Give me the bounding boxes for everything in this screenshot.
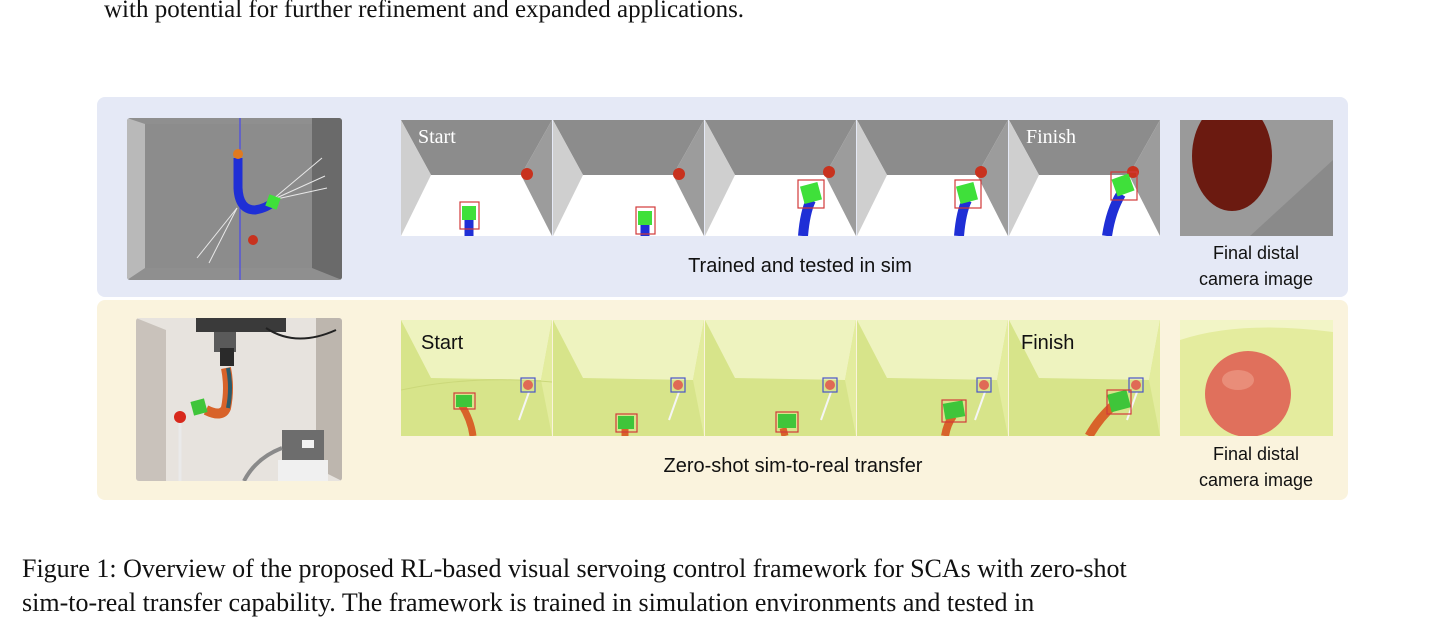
sim-frame-5 (1009, 120, 1160, 236)
real-frame-1 (401, 320, 552, 436)
sim-final-label-line1: Final distal (1212, 243, 1300, 263)
real-frame-4 (857, 320, 1008, 436)
real-start-tag: Start (421, 332, 464, 354)
real-row-label: Zero-shot sim-to-real transfer (663, 455, 923, 477)
real-final-label: Final distal camera image (1176, 441, 1336, 493)
sim-final-camera-image (1180, 120, 1333, 236)
sim-final-label-line2: camera image (1198, 269, 1314, 289)
real-final-label-line1: Final distal (1212, 444, 1300, 464)
sim-frame-1 (401, 120, 552, 236)
real-final-camera-image (1180, 320, 1333, 436)
real-overview-photo (136, 318, 342, 481)
figure-caption-line2: sim-to-real transfer capability. The fra… (22, 588, 1035, 617)
sim-frame-4 (857, 120, 1008, 236)
sim-frame-3 (705, 120, 856, 236)
sim-frame-2 (553, 120, 704, 236)
real-final-label-line2: camera image (1198, 470, 1314, 490)
sim-overview-image (127, 118, 342, 280)
figure-caption: Figure 1: Overview of the proposed RL-ba… (22, 554, 1127, 583)
sim-start-tag: Start (418, 126, 456, 148)
real-frame-5 (1009, 320, 1160, 436)
real-finish-tag: Finish (1021, 332, 1075, 354)
sim-final-label: Final distal camera image (1176, 240, 1336, 292)
sim-finish-tag: Finish (1026, 126, 1077, 148)
real-frame-2 (553, 320, 704, 436)
sim-row-label: Trained and tested in sim (688, 255, 912, 277)
real-frame-3 (705, 320, 856, 436)
body-text-line: with potential for further refinement an… (104, 0, 745, 23)
